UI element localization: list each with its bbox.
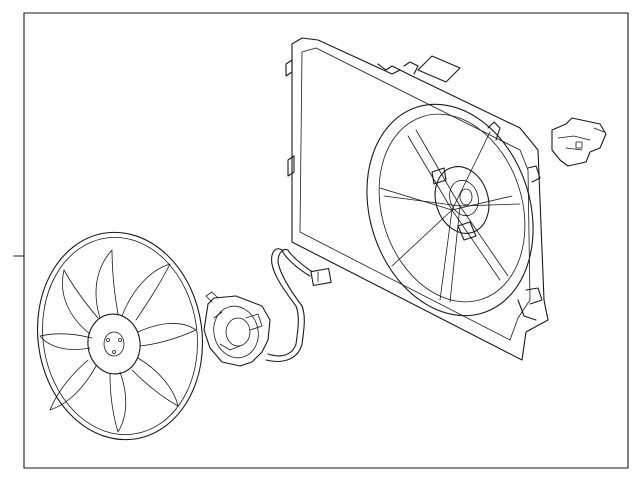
- resistor-module: [551, 117, 607, 167]
- diagram-frame: [13, 12, 629, 469]
- fan-motor: [203, 291, 271, 367]
- wiring-harness: [265, 248, 332, 362]
- fan-blade: [36, 231, 204, 441]
- fan-shroud: [285, 37, 549, 361]
- label-plate: [417, 55, 461, 83]
